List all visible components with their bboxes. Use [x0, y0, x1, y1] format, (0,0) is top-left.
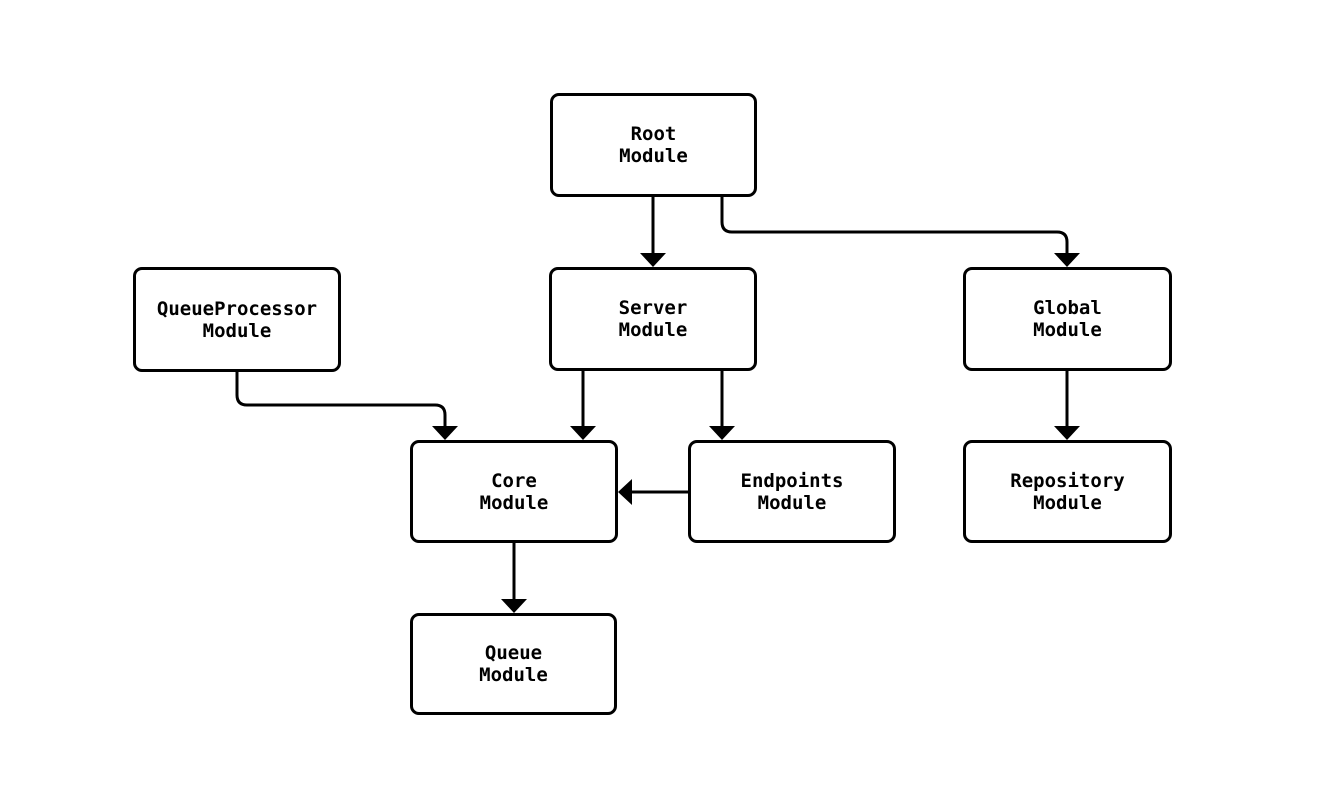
edge-root-to-server	[640, 197, 666, 267]
node-root-module: Root Module	[550, 93, 757, 197]
arrowhead-icon	[1054, 253, 1080, 267]
arrowhead-icon	[1054, 426, 1080, 440]
node-global-module: Global Module	[963, 267, 1172, 371]
node-label: QueueProcessor Module	[156, 297, 318, 342]
edge-core-to-queue	[501, 543, 527, 613]
edge-server-to-endpoints	[709, 371, 735, 440]
node-label: Global Module	[1033, 297, 1102, 341]
edge-endpoints-to-core	[618, 479, 688, 505]
arrowhead-icon	[570, 426, 596, 440]
arrowhead-icon	[618, 479, 632, 505]
arrowhead-icon	[640, 253, 666, 267]
edge-queueprocessor-to-core	[235, 372, 458, 440]
edge-global-to-repository	[1054, 371, 1080, 440]
node-label: Endpoints Module	[740, 469, 844, 514]
node-label: Repository Module	[1010, 469, 1125, 514]
node-core-module: Core Module	[410, 440, 618, 543]
node-label: Core Module	[479, 469, 549, 514]
node-label: Queue Module	[479, 642, 548, 686]
edge-server-to-core	[570, 371, 596, 440]
arrowhead-icon	[432, 426, 458, 440]
node-endpoints-module: Endpoints Module	[688, 440, 896, 543]
node-queueprocessor-module: QueueProcessor Module	[133, 267, 341, 372]
node-repository-module: Repository Module	[963, 440, 1172, 543]
arrowhead-icon	[501, 599, 527, 613]
node-label: Server Module	[618, 297, 688, 341]
arrowhead-icon	[709, 426, 735, 440]
node-label: Root Module	[619, 123, 688, 167]
node-queue-module: Queue Module	[410, 613, 617, 715]
edge-root-to-global	[720, 197, 1080, 267]
node-server-module: Server Module	[549, 267, 757, 371]
